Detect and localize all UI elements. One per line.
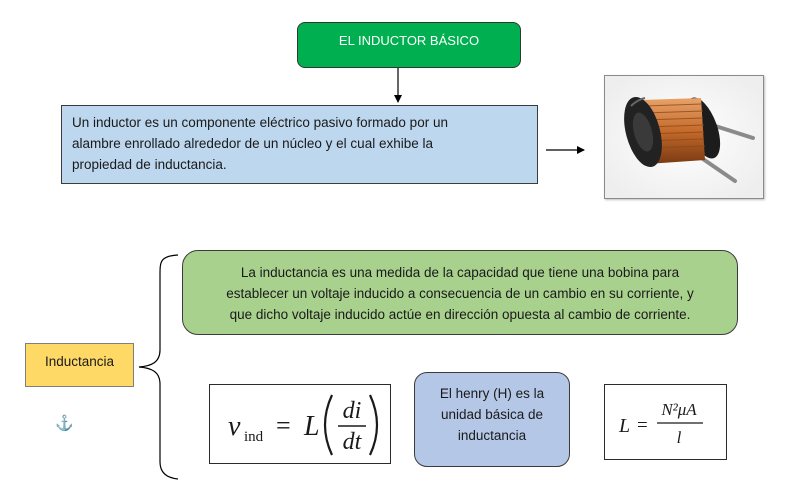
henry-line: unidad básica de (440, 407, 544, 422)
formula2-denominator: l (677, 428, 682, 447)
anchor-icon: ⚓ (55, 415, 74, 432)
definition-line: Un inductor es un componente eléctrico p… (72, 115, 448, 130)
henry-line: inductancia (457, 428, 527, 443)
inductor-photo (604, 75, 764, 199)
inductance-definition-line: La inductancia es una medida de la capac… (240, 265, 680, 280)
inductance-formula-graphic: L = N²μA l (618, 400, 703, 447)
inductor-definition-box: Un inductor es un componente eléctrico p… (61, 105, 538, 184)
formula2-equals: = (637, 415, 648, 436)
definition-line: propiedad de inductancia. (72, 157, 227, 172)
inductance-formula: L = N²μA l (604, 384, 727, 460)
formula-lhs: v (228, 411, 241, 442)
henry-line: El henry (H) es la (439, 386, 545, 401)
induced-voltage-formula-graphic: v ind = L di dt (228, 394, 379, 456)
inductance-label-box: Inductancia (25, 343, 134, 387)
inductance-brace (138, 254, 179, 480)
induced-voltage-formula: v ind = L di dt (209, 384, 391, 464)
inductance-label: Inductancia (44, 353, 115, 369)
title-text: EL INDUCTOR BÁSICO (338, 32, 480, 48)
inductance-definition-line: establecer un voltaje inducido a consecu… (226, 286, 694, 301)
title-box: EL INDUCTOR BÁSICO (297, 22, 521, 68)
formula2-numerator: N²μA (660, 400, 697, 419)
inductance-definition-box: La inductancia es una medida de la capac… (182, 250, 738, 335)
formula-equals: = (276, 411, 291, 440)
formula-numerator: di (343, 398, 362, 424)
definition-line: alambre enrollado alrededor de un núcleo… (72, 136, 433, 151)
inductance-definition-line: que dicho voltaje inducido actúe en dire… (229, 307, 691, 322)
formula2-lhs: L (618, 415, 630, 437)
formula-factor: L (303, 411, 320, 442)
formula-lhs-subscript: ind (244, 429, 264, 445)
henry-unit-box: El henry (H) es la unidad básica de indu… (414, 372, 570, 467)
inductor-illustration (605, 76, 763, 198)
formula-denominator: dt (343, 429, 363, 455)
